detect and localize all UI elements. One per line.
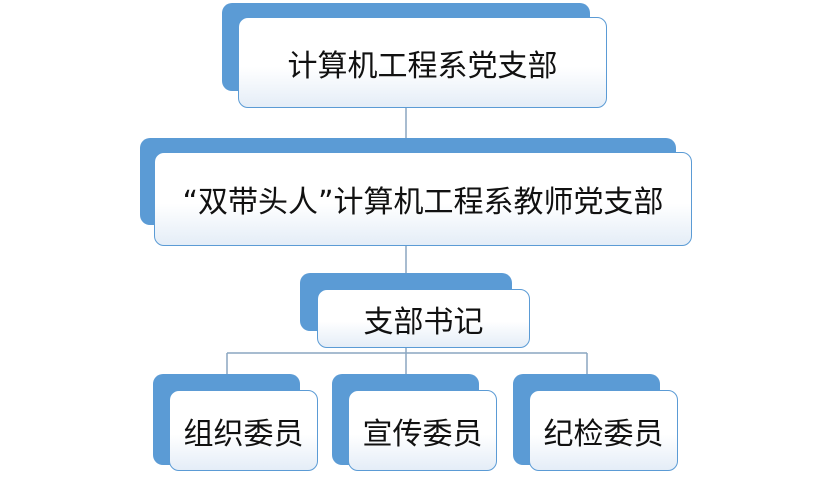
node-secretary-label: 支部书记 <box>317 289 530 348</box>
node-member-label: 宣传委员 <box>348 390 497 471</box>
node-branch: “双带头人”计算机工程系教师党支部 <box>140 138 693 247</box>
node-root-label: 计算机工程系党支部 <box>238 17 607 108</box>
node-secretary: 支部书记 <box>300 273 531 349</box>
node-member-label: 组织委员 <box>169 390 318 471</box>
node-root: 计算机工程系党支部 <box>222 3 608 108</box>
node-member-organization: 组织委员 <box>153 374 318 471</box>
node-member-label: 纪检委员 <box>529 390 678 471</box>
node-member-publicity: 宣传委员 <box>332 374 497 471</box>
node-branch-label: “双带头人”计算机工程系教师党支部 <box>154 152 692 246</box>
node-member-discipline: 纪检委员 <box>513 374 678 471</box>
